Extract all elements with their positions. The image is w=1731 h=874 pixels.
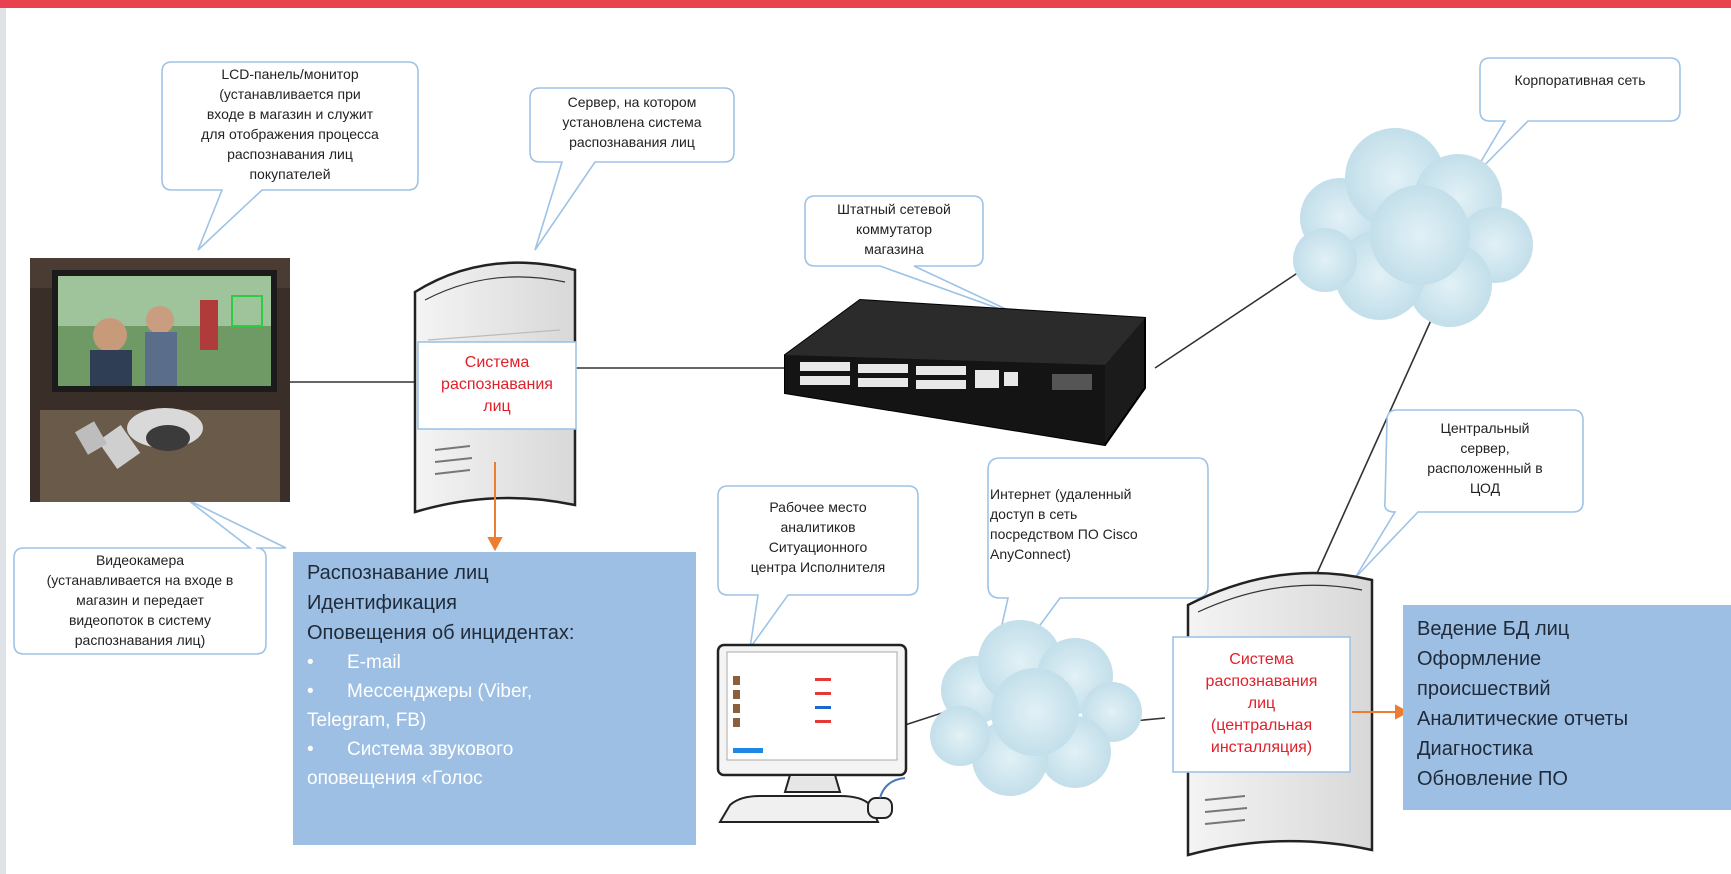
store-server-system-label: Система распознавания лиц: [441, 354, 553, 415]
callout-server: Сервер, на котором установлена система р…: [562, 94, 702, 150]
connection-lines: [290, 267, 1433, 726]
callout-camera: Видеокамера (устанавливается на входе в …: [46, 552, 234, 648]
central-server-label-box: [1172, 636, 1351, 773]
panel-sub-item: оповещения «Голос: [307, 768, 483, 789]
callout-central-bubble: [1354, 409, 1584, 579]
panel-line: Оформление: [1417, 648, 1542, 670]
callout-switch: Штатный сетевой коммутатор магазина: [837, 201, 951, 257]
panel-line: происшествий: [1417, 678, 1551, 700]
network-switch: [784, 298, 1146, 447]
callout-bubbles: [13, 57, 1681, 701]
panel-line: Оповещения об инцидентах:: [307, 622, 575, 644]
central-server-system-label: Система распознавания лиц (центральная и…: [1205, 651, 1318, 756]
line-corporate-central: [1304, 317, 1433, 601]
monitor-camera-photo: [30, 258, 290, 502]
panel-line: Ведение БД лиц: [1417, 618, 1570, 640]
left-edge-strip: [0, 8, 6, 874]
line-workstation-internet: [904, 711, 946, 726]
panel-sub-item: •Система звукового: [307, 739, 514, 760]
callout-central-server: Центральный сервер, расположенный в ЦОД: [1427, 420, 1543, 496]
callout-lcd-bubble: [161, 61, 419, 251]
callout-workstation: Рабочее место аналитиков Ситуационного ц…: [750, 499, 886, 575]
callout-internet: Интернет (удаленный доступ в сеть посред…: [990, 486, 1138, 562]
callout-corporate-network: Корпоративная сеть: [1514, 72, 1646, 88]
panel-line: Аналитические отчеты: [1417, 708, 1629, 730]
panel-line: Диагностика: [1417, 738, 1533, 760]
panel-sub-item: Telegram, FB): [307, 710, 427, 731]
callout-server-bubble: [529, 87, 735, 251]
output-arrows: [487, 462, 1410, 720]
panel-sub-item: •E-mail: [307, 652, 401, 673]
panel-sub-item: •Мессенджеры (Viber,: [307, 681, 533, 702]
top-accent-bar: [0, 0, 1731, 8]
callout-workstation-bubble: [717, 485, 919, 649]
store-functions-panel: Распознавание лиц Идентификация Оповещен…: [293, 552, 696, 845]
analyst-workstation: [716, 643, 908, 823]
panel-line: Идентификация: [307, 592, 457, 614]
callout-lcd-panel: LCD-панель/монитор (устанавливается при …: [201, 66, 379, 182]
panel-line: Распознавание лиц: [307, 562, 489, 584]
callout-corporate-bubble: [1469, 57, 1681, 181]
central-functions-panel: Ведение БД лиц Оформление происшествий А…: [1403, 605, 1731, 810]
store-server-label-box: [417, 341, 577, 430]
callout-camera-bubble: [13, 499, 287, 655]
panel-line: Обновление ПО: [1417, 768, 1568, 790]
corporate-network-cloud: [1293, 128, 1533, 327]
internet-cloud: [930, 620, 1142, 796]
line-switch-corporate: [1154, 267, 1306, 369]
callout-switch-bubble: [804, 195, 1026, 319]
